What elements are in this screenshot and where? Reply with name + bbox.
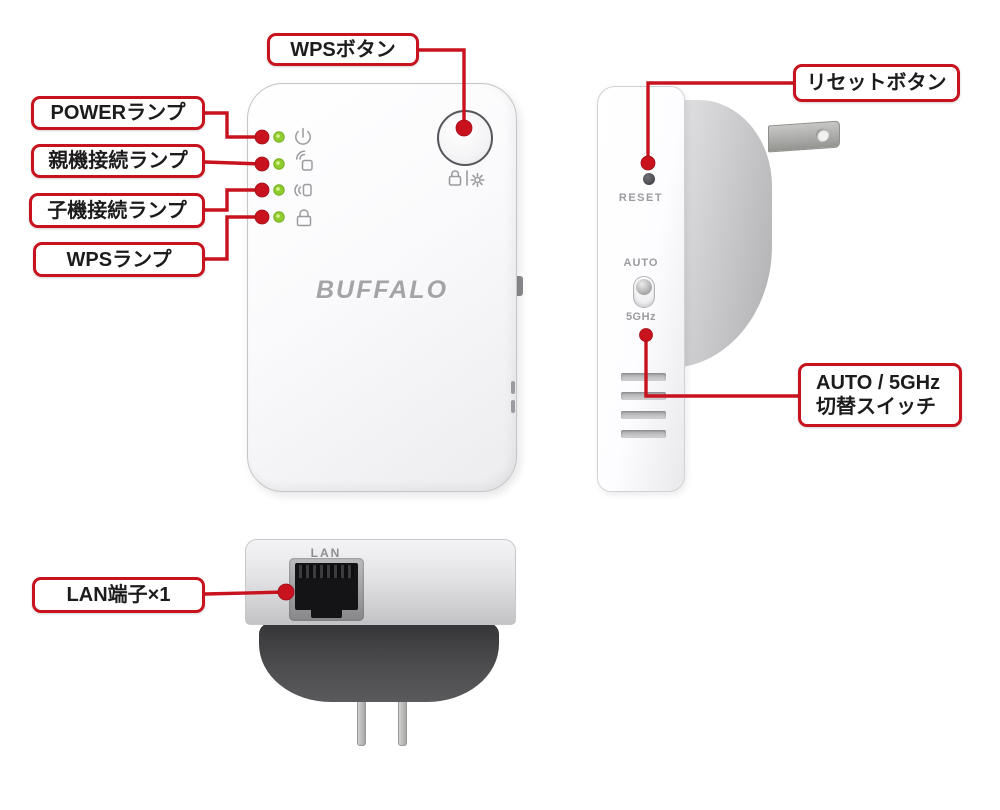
callout-power-lamp-text: POWERランプ — [50, 102, 186, 124]
rj45-notch — [311, 610, 342, 618]
callout-lan-port-text: LAN端子×1 — [66, 584, 171, 606]
callout-parent-lamp-text: 親機接続ランプ — [48, 150, 188, 172]
callout-reset-button: リセットボタン — [793, 64, 960, 102]
rj45-socket — [295, 563, 358, 610]
vent-slot — [621, 430, 666, 438]
callout-wps-button-text: WPSボタン — [290, 38, 396, 61]
reset-button-hole — [643, 173, 655, 185]
callout-parent-lamp: 親機接続ランプ — [31, 144, 205, 178]
plug-prong-side — [768, 120, 840, 153]
callout-power-lamp: POWERランプ — [31, 96, 205, 130]
vent-slot — [621, 392, 666, 400]
callout-lan-port: LAN端子×1 — [32, 577, 205, 613]
callout-reset-button-text: リセットボタン — [806, 72, 947, 94]
lan-port-label: LAN — [310, 546, 342, 560]
side-edge-tab — [516, 276, 523, 296]
plug-prong-bottom — [357, 699, 366, 746]
front-view-device: BUFFALO — [247, 83, 517, 492]
wps-button — [437, 110, 493, 166]
auto-label: AUTO — [623, 257, 659, 269]
vent-slot — [621, 373, 666, 381]
callout-child-lamp: 子機接続ランプ — [29, 193, 205, 228]
callout-child-lamp-text: 子機接続ランプ — [47, 199, 187, 222]
edge-vent-dash — [511, 381, 515, 394]
vent-slot — [621, 411, 666, 419]
callout-wps-button: WPSボタン — [267, 33, 419, 66]
5ghz-label: 5GHz — [625, 311, 657, 323]
switch-knob — [636, 279, 652, 295]
callout-auto-switch-line1: AUTO / 5GHz — [816, 372, 941, 394]
plug-prong-bottom — [398, 699, 407, 746]
buffalo-logo: BUFFALO — [315, 276, 449, 304]
auto-5ghz-switch — [633, 276, 655, 308]
reset-label: RESET — [618, 192, 664, 204]
callout-wps-lamp: WPSランプ — [33, 242, 205, 277]
bottom-view-device: LAN — [245, 539, 516, 625]
bottom-view-body — [259, 622, 499, 702]
edge-vent-dash — [511, 400, 515, 413]
side-view-device: RESET AUTO 5GHz — [597, 86, 685, 492]
callout-wps-lamp-text: WPSランプ — [66, 248, 172, 271]
callout-auto-switch-line2: 切替スイッチ — [816, 396, 936, 418]
prong-hole — [816, 128, 829, 143]
lan-port-rj45 — [289, 558, 364, 621]
rj45-pins — [299, 565, 354, 578]
callout-auto-5ghz-switch: AUTO / 5GHz 切替スイッチ — [798, 363, 962, 427]
